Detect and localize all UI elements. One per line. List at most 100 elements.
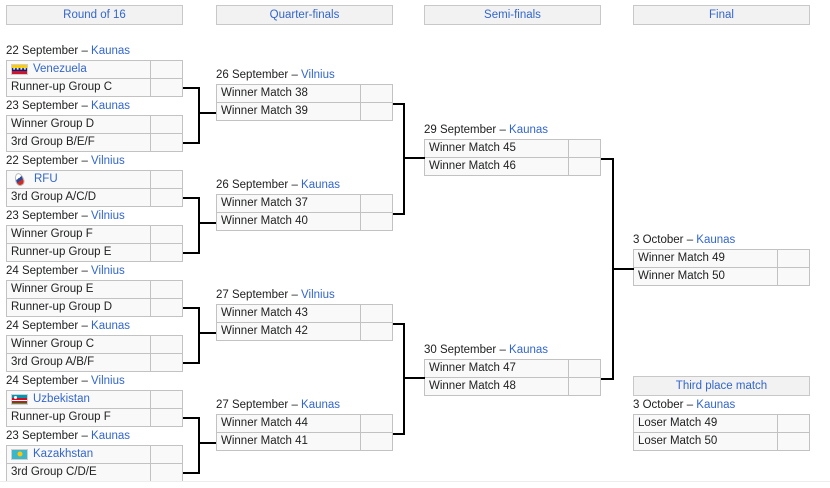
match-venue-link[interactable]: Kaunas: [509, 344, 549, 356]
match-row-bottom[interactable]: Loser Match 50: [633, 432, 810, 451]
match-row-bottom[interactable]: Winner Match 41: [216, 432, 393, 451]
match-venue-link[interactable]: Vilnius: [91, 210, 125, 222]
match-venue-link[interactable]: Kaunas: [91, 320, 131, 332]
match-row-top[interactable]: Winner Match 37: [216, 194, 393, 213]
match-row-top[interactable]: Loser Match 49: [633, 414, 810, 433]
score-cell[interactable]: [151, 133, 183, 152]
match-row-top[interactable]: Winner Match 38: [216, 84, 393, 103]
match-venue-link[interactable]: Vilnius: [91, 375, 125, 387]
score-cell[interactable]: [778, 414, 810, 433]
team-cell[interactable]: Winner Match 48: [424, 377, 570, 396]
match-venue-link[interactable]: Kaunas: [301, 179, 341, 191]
match-row-bottom[interactable]: Runner-up Group C: [6, 78, 183, 97]
match-row-bottom[interactable]: 3rd Group B/E/F: [6, 133, 183, 152]
team-name[interactable]: Uzbekistan: [33, 393, 90, 405]
match-row-top[interactable]: Winner Match 44: [216, 414, 393, 433]
score-cell[interactable]: [778, 267, 810, 286]
match-row-top[interactable]: ★★★★★★★★ Venezuela: [6, 60, 183, 79]
team-cell[interactable]: RFU: [6, 170, 152, 189]
round-header-round-of-16[interactable]: Round of 16: [6, 5, 183, 25]
match-row-bottom[interactable]: 3rd Group A/B/F: [6, 353, 183, 372]
score-cell[interactable]: [569, 377, 601, 396]
team-cell[interactable]: ★★★★★★★★ Venezuela: [6, 60, 152, 79]
score-cell[interactable]: [361, 304, 393, 323]
match-row-top[interactable]: RFU: [6, 170, 183, 189]
match-row-top[interactable]: Winner Match 49: [633, 249, 810, 268]
score-cell[interactable]: [778, 249, 810, 268]
team-cell[interactable]: Winner Group C: [6, 335, 152, 354]
match-row-bottom[interactable]: Winner Match 42: [216, 322, 393, 341]
team-cell[interactable]: 3rd Group A/C/D: [6, 188, 152, 207]
team-cell[interactable]: Winner Match 47: [424, 359, 570, 378]
match-venue-link[interactable]: Vilnius: [91, 265, 125, 277]
match-row-top[interactable]: Winner Group D: [6, 115, 183, 134]
team-name[interactable]: Kazakhstan: [33, 448, 94, 460]
match-venue-link[interactable]: Vilnius: [301, 289, 335, 301]
team-cell[interactable]: Winner Match 41: [216, 432, 362, 451]
match-row-bottom[interactable]: Winner Match 50: [633, 267, 810, 286]
team-cell[interactable]: 3rd Group B/E/F: [6, 133, 152, 152]
score-cell[interactable]: [151, 390, 183, 409]
match-row-top[interactable]: Winner Group F: [6, 225, 183, 244]
match-venue-link[interactable]: Kaunas: [509, 124, 549, 136]
score-cell[interactable]: [361, 194, 393, 213]
match-venue-link[interactable]: Kaunas: [301, 399, 341, 411]
score-cell[interactable]: [361, 102, 393, 121]
match-venue-link[interactable]: Kaunas: [91, 45, 131, 57]
score-cell[interactable]: [151, 225, 183, 244]
team-cell[interactable]: Winner Match 37: [216, 194, 362, 213]
team-cell[interactable]: Winner Match 42: [216, 322, 362, 341]
match-row-top[interactable]: Winner Group E: [6, 280, 183, 299]
team-cell[interactable]: Winner Match 43: [216, 304, 362, 323]
team-cell[interactable]: Winner Match 46: [424, 157, 570, 176]
score-cell[interactable]: [569, 157, 601, 176]
team-name[interactable]: RFU: [34, 173, 58, 185]
team-cell[interactable]: Winner Match 49: [633, 249, 779, 268]
score-cell[interactable]: [151, 335, 183, 354]
team-cell[interactable]: Loser Match 50: [633, 432, 779, 451]
team-cell[interactable]: Winner Match 45: [424, 139, 570, 158]
round-header-final[interactable]: Final: [633, 5, 810, 25]
match-venue-link[interactable]: Kaunas: [696, 234, 736, 246]
team-cell[interactable]: Winner Group F: [6, 225, 152, 244]
match-row-top[interactable]: Winner Match 45: [424, 139, 601, 158]
score-cell[interactable]: [151, 78, 183, 97]
match-row-top[interactable]: Uzbekistan: [6, 390, 183, 409]
team-cell[interactable]: 3rd Group A/B/F: [6, 353, 152, 372]
team-name[interactable]: Venezuela: [33, 63, 87, 75]
round-header-third-place-match[interactable]: Third place match: [633, 376, 810, 396]
score-cell[interactable]: [361, 212, 393, 231]
match-row-top[interactable]: Winner Match 43: [216, 304, 393, 323]
score-cell[interactable]: [151, 280, 183, 299]
team-cell[interactable]: Winner Match 50: [633, 267, 779, 286]
team-cell[interactable]: Kazakhstan: [6, 445, 152, 464]
score-cell[interactable]: [151, 170, 183, 189]
team-cell[interactable]: Winner Match 38: [216, 84, 362, 103]
round-header-quarter-finals[interactable]: Quarter-finals: [216, 5, 393, 25]
match-row-bottom[interactable]: Runner-up Group F: [6, 408, 183, 427]
score-cell[interactable]: [361, 322, 393, 341]
match-venue-link[interactable]: Vilnius: [301, 69, 335, 81]
team-cell[interactable]: Winner Match 44: [216, 414, 362, 433]
score-cell[interactable]: [569, 139, 601, 158]
team-cell[interactable]: Winner Match 39: [216, 102, 362, 121]
score-cell[interactable]: [151, 60, 183, 79]
score-cell[interactable]: [151, 115, 183, 134]
match-venue-link[interactable]: Kaunas: [91, 100, 131, 112]
match-row-bottom[interactable]: Winner Match 40: [216, 212, 393, 231]
match-row-bottom[interactable]: 3rd Group A/C/D: [6, 188, 183, 207]
score-cell[interactable]: [151, 243, 183, 262]
score-cell[interactable]: [151, 298, 183, 317]
score-cell[interactable]: [361, 414, 393, 433]
score-cell[interactable]: [778, 432, 810, 451]
round-header-semi-finals[interactable]: Semi-finals: [424, 5, 601, 25]
match-row-top[interactable]: Kazakhstan: [6, 445, 183, 464]
team-cell[interactable]: Winner Group E: [6, 280, 152, 299]
team-cell[interactable]: Runner-up Group C: [6, 78, 152, 97]
match-venue-link[interactable]: Vilnius: [91, 155, 125, 167]
score-cell[interactable]: [151, 188, 183, 207]
score-cell[interactable]: [361, 432, 393, 451]
score-cell[interactable]: [151, 445, 183, 464]
match-row-bottom[interactable]: Runner-up Group D: [6, 298, 183, 317]
score-cell[interactable]: [151, 408, 183, 427]
